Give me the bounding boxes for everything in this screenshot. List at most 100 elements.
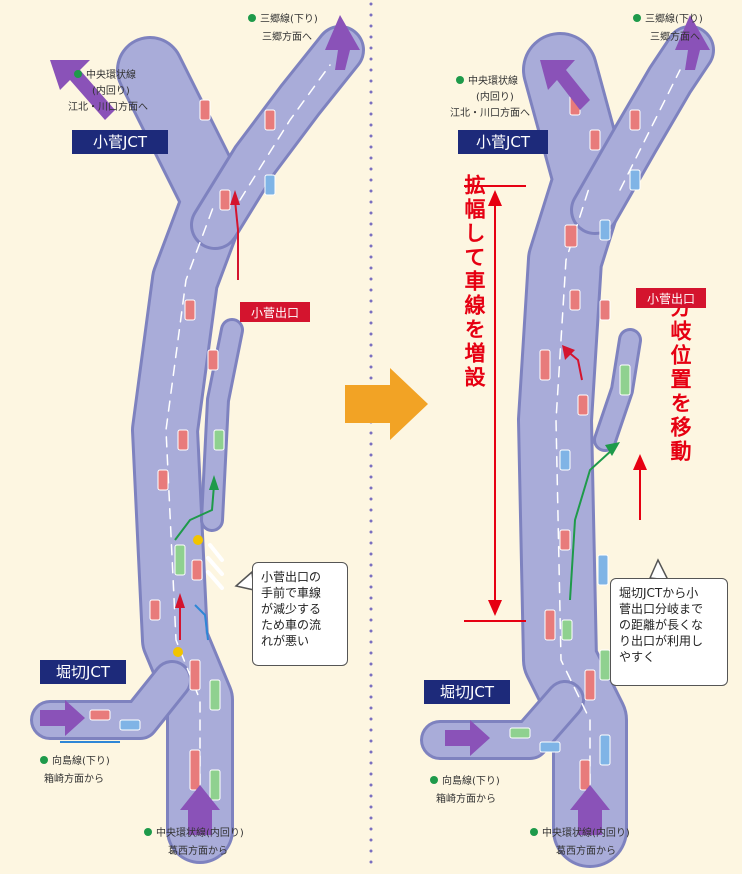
- car: [561, 619, 573, 641]
- kosuge-jct-label: 小菅JCT: [93, 133, 148, 151]
- car: [539, 349, 551, 381]
- kosuge-exit-box: [636, 288, 706, 308]
- right-flow-arrows: [562, 345, 620, 601]
- left-panel: 小菅JCT 小菅出口 堀切JCT 三郷線(下り) 三郷方面へ 中央環状線 (内回…: [30, 12, 365, 864]
- car: [149, 599, 161, 621]
- direction-arrow-up-right: [325, 15, 360, 70]
- route-number-icon: [40, 756, 48, 764]
- chuo-origin-line1: 中央環状線(内回り): [542, 826, 630, 839]
- car: [599, 734, 611, 766]
- car: [629, 169, 641, 191]
- kosuge-exit-label: 小菅出口: [647, 292, 695, 306]
- chuo-dest-line3: 江北・川口方面へ: [68, 100, 148, 113]
- mukojima-origin-line1: 向島線(下り): [442, 774, 500, 787]
- car: [619, 364, 631, 396]
- red-flow-arrowhead: [175, 593, 185, 608]
- right-callout-pointer: [648, 558, 670, 581]
- left-lane-line: [165, 204, 215, 821]
- red-flow-arrowhead: [562, 345, 575, 360]
- car: [544, 609, 556, 641]
- right-cars: [509, 94, 641, 791]
- green-flow-arrow: [174, 484, 215, 541]
- car: [189, 659, 201, 691]
- kosuge-exit-box: [240, 302, 310, 322]
- direction-arrow-right: [445, 720, 490, 756]
- left-callout: 小菅出口の 手前で車線 が減少する ため車の流 れが悪い: [252, 562, 348, 666]
- car: [579, 759, 591, 791]
- congestion-marker: [193, 535, 203, 545]
- car: [599, 219, 611, 241]
- before-after-arrow: [345, 368, 428, 440]
- kosuge-jct-box: [458, 130, 548, 154]
- misato-dest-line1: 三郷線(下り): [645, 12, 703, 25]
- route-number-icon: [248, 14, 256, 22]
- chuo-dest-line1: 中央環状線: [86, 68, 136, 81]
- car: [207, 349, 219, 371]
- car: [213, 429, 225, 451]
- mukojima-origin-line1: 向島線(下り): [52, 754, 110, 767]
- car: [539, 741, 561, 753]
- car: [577, 394, 589, 416]
- car: [184, 299, 196, 321]
- car: [559, 529, 571, 551]
- car: [209, 679, 221, 711]
- mukojima-origin-line2: 箱崎方面から: [44, 772, 104, 785]
- car: [599, 649, 611, 681]
- car: [629, 109, 641, 131]
- car: [177, 429, 189, 451]
- car: [509, 727, 531, 739]
- car: [219, 189, 231, 211]
- green-flow-arrowhead: [209, 475, 219, 490]
- route-number-icon: [74, 70, 82, 78]
- horikiri-jct-label: 堀切JCT: [440, 683, 495, 701]
- car: [199, 99, 211, 121]
- direction-arrow-up: [180, 785, 220, 835]
- horikiri-jct-box: [40, 660, 126, 684]
- car: [599, 299, 611, 321]
- car: [584, 669, 596, 701]
- left-lane-line: [239, 64, 331, 201]
- green-flow-arrow: [569, 449, 613, 601]
- misato-dest-line2: 三郷方面へ: [650, 30, 700, 43]
- car: [564, 224, 578, 248]
- route-number-icon: [144, 828, 152, 836]
- red-flow-arrow: [234, 199, 239, 280]
- direction-arrow-up-left: [540, 60, 590, 110]
- car: [174, 544, 186, 576]
- direction-arrow-right: [40, 700, 85, 736]
- chuo-origin-line2: 葛西方面から: [556, 844, 616, 857]
- car: [191, 559, 203, 581]
- red-flow-arrowhead: [230, 190, 240, 205]
- direction-arrow-up: [570, 785, 610, 835]
- left-flow-arrows: [60, 190, 240, 743]
- dimension-arrow-up: [488, 190, 502, 206]
- route-number-icon: [530, 828, 538, 836]
- horikiri-jct-box: [424, 680, 510, 704]
- right-panel: 拡幅して車線を増設 分岐位置を移動 小菅JCT 小菅出口 堀切JCT 三郷線(下…: [420, 12, 715, 868]
- route-number-icon: [456, 76, 464, 84]
- car: [89, 709, 111, 721]
- car: [597, 554, 609, 586]
- car: [589, 129, 601, 151]
- dimension-arrow-down: [488, 600, 502, 616]
- car: [189, 749, 201, 791]
- car: [559, 449, 571, 471]
- move-label: 分岐位置を移動: [668, 296, 692, 464]
- kosuge-jct-label: 小菅JCT: [476, 133, 531, 151]
- mukojima-origin-line2: 箱崎方面から: [436, 792, 496, 805]
- kosuge-exit-label: 小菅出口: [251, 306, 299, 320]
- route-number-icon: [633, 14, 641, 22]
- right-callout: 堀切JCTから小 菅出口分岐まで の距離が長くな り出口が利用し やすく: [610, 578, 728, 686]
- left-direction-arrows: [40, 15, 360, 835]
- misato-dest-line1: 三郷線(下り): [260, 12, 318, 25]
- chuo-dest-line1: 中央環状線: [468, 74, 518, 87]
- car: [209, 769, 221, 801]
- widening-dimension: [464, 185, 526, 622]
- green-flow-arrowhead: [605, 442, 620, 456]
- horikiri-jct-label: 堀切JCT: [56, 663, 111, 681]
- chuo-origin-line1: 中央環状線(内回り): [156, 826, 244, 839]
- chuo-dest-line3: 江北・川口方面へ: [450, 106, 530, 119]
- congestion-marker: [173, 647, 183, 657]
